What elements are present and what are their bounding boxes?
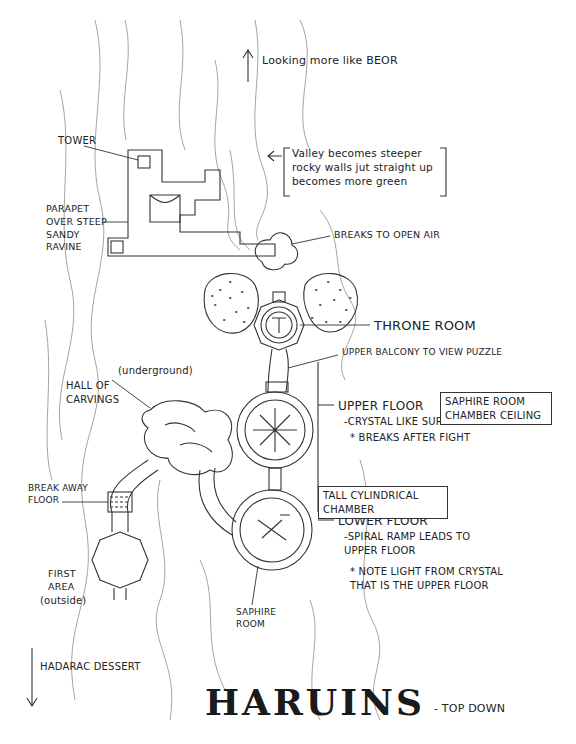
structures [27,50,446,706]
terrain-note: Valley becomes steeper rocky walls jut s… [292,146,442,189]
room-note: -SPIRAL RAMP LEADS TO UPPER FLOOR [344,530,494,557]
map-title: HARUINS [205,684,425,720]
area-note: BREAKS TO OPEN AIR [334,229,474,242]
rock-stipple [212,282,351,322]
area-label: HALL OF CARVINGS [66,379,144,406]
box-text: TALL CYLINDRICAL CHAMBER [323,489,443,516]
area-note: (underground) [118,364,218,378]
room-note: * BREAKS AFTER FIGHT [350,431,510,445]
room-label: UPPER FLOOR [338,398,438,414]
area-label: TOWER [58,134,108,148]
area-label: BREAK AWAY FLOOR [28,482,90,506]
room-note: * NOTE LIGHT FROM CRYSTAL THAT IS THE UP… [350,565,518,592]
leader-lines [62,146,370,605]
view-note: - TOP DOWN [434,702,534,717]
area-label: FIRST AREA [48,568,92,594]
area-label: PARAPET OVER STEEP SANDY RAVINE [46,203,108,254]
box-text: SAPHIRE ROOM CHAMBER CEILING [445,395,547,422]
area-note: (outside) [40,594,110,608]
area-note: UPPER BALCONY TO VIEW PUZZLE [342,346,542,358]
direction-note: Looking more like BEOR [262,54,472,69]
direction-note: HADARAC DESSERT [40,660,200,674]
callout-box: TALL CYLINDRICAL CHAMBER [318,486,448,519]
room-label: SAPHIRE ROOM [236,606,298,630]
terrain-lines [45,20,380,720]
room-label: THRONE ROOM [374,317,524,335]
callout-box: SAPHIRE ROOM CHAMBER CEILING [440,392,552,425]
